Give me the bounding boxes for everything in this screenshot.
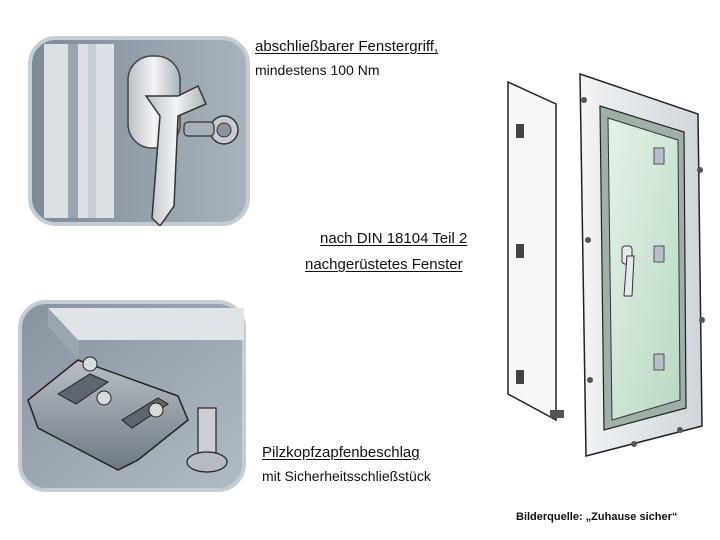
handle-subtitle: mindestens 100 Nm xyxy=(255,62,380,78)
din-label-line1: nach DIN 18104 Teil 2 xyxy=(320,230,468,247)
pilz-subtitle: mit Sicherheitsschließstück xyxy=(262,468,431,484)
pilz-title: Pilzkopfzapfenbeschlag xyxy=(262,444,420,461)
retrofitted-window-image xyxy=(507,72,705,457)
mushroom-pin-fitting-image xyxy=(18,300,246,492)
window-handle-image xyxy=(28,36,250,226)
din-label-line2: nachgerüstetes Fenster xyxy=(305,256,463,273)
image-source-credit: Bilderquelle: „Zuhause sicher“ xyxy=(516,511,678,523)
handle-title: abschließbarer Fenstergriff, xyxy=(255,38,439,55)
